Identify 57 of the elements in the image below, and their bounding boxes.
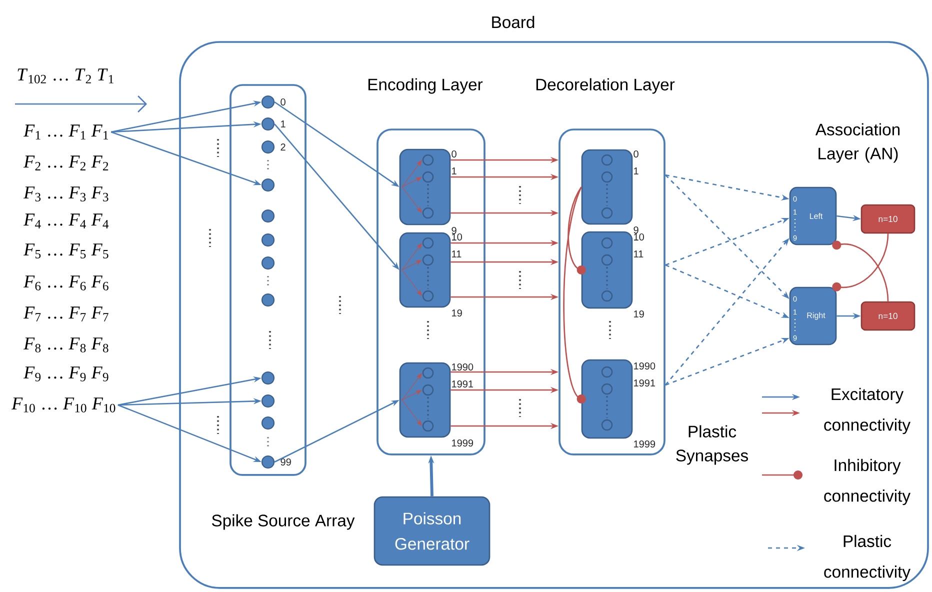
- legend-text: Plastic connectivity: [824, 534, 910, 582]
- legend-text: Inhibitory connectivity: [824, 458, 910, 506]
- neuron-index: 2: [280, 144, 286, 150]
- inhibitory-connector: [568, 186, 586, 274]
- neuron-index: 9: [452, 226, 456, 234]
- neuron-index: 0: [452, 150, 456, 158]
- neuron-index: 9: [634, 226, 638, 234]
- feature-row: F$_{6}$ … F$_{6}$ F$_{6}$: [24, 276, 108, 290]
- node-label: Spike Source Array: [212, 514, 355, 530]
- neuron-index: 10: [452, 233, 462, 241]
- neuron-index: 11: [452, 250, 462, 258]
- neuron-index: 1999: [634, 440, 656, 448]
- feature-row: F$_{1}$ … F$_{1}$ F$_{1}$: [24, 124, 108, 140]
- neuron-circle: [261, 256, 275, 270]
- feature-row: F$_{5}$ … F$_{5}$ F$_{5}$: [24, 244, 108, 258]
- feature-row: F$_{7}$ … F$_{7}$ F$_{7}$: [24, 306, 108, 322]
- feature-row: F$_{4}$ … F$_{4}$ F$_{4}$: [24, 214, 109, 228]
- neuron-index: 0: [280, 98, 286, 106]
- feature-row: F$_{10}$ … F$_{10}$ F$_{10}$: [12, 398, 116, 412]
- neuron-index: 11: [634, 250, 644, 258]
- node-label: Encoding Layer: [368, 78, 483, 94]
- node-label: Board: [492, 16, 534, 28]
- output-box: n=10: [860, 204, 916, 234]
- layer-label: Plastic Synapses: [676, 425, 748, 465]
- neuron-circle: [261, 233, 275, 247]
- layer-label: Association Layer (AN): [815, 123, 900, 163]
- neuron-index: 1990: [452, 363, 474, 371]
- inhibitory-connector: [832, 240, 889, 302]
- feature-row: F$_{8}$ … F$_{8}$ F$_{8}$: [24, 338, 108, 352]
- neuron-circle: [261, 293, 275, 307]
- neuron-index: 1990: [634, 362, 656, 370]
- feature-row: F$_{3}$ … F$_{3}$ F$_{3}$: [24, 186, 108, 202]
- neuron-index: 1: [281, 120, 286, 128]
- output-box: n=10: [860, 301, 916, 331]
- neuron-index: 19: [634, 310, 644, 318]
- neuron-index: 99: [280, 458, 291, 466]
- neuron-circle: [261, 178, 275, 192]
- generator-box: Poisson Generator: [374, 496, 490, 566]
- neuron-index: 19: [452, 309, 462, 317]
- neuron-circle: [261, 209, 275, 223]
- node-label: Decorelation Layer: [536, 78, 675, 94]
- feature-row: F$_{9}$ … F$_{9}$ F$_{9}$: [24, 366, 108, 382]
- neuron-circle: [261, 371, 275, 385]
- neuron-index: 0: [634, 150, 638, 158]
- inhibitory-connector: [563, 186, 586, 404]
- neuron-index: 1999: [452, 439, 474, 447]
- neuron-circle: [261, 416, 275, 430]
- neuron-circle: [261, 394, 275, 408]
- neuron-index: 1991: [634, 379, 656, 387]
- neuron-index: 1: [452, 168, 456, 174]
- legend-text: Excitatory connectivity: [824, 388, 910, 434]
- feature-row: T$_{102}$ … T$_{2}$ T$_{1}$: [18, 68, 114, 84]
- neuron-index: 1991: [452, 380, 474, 388]
- inhibitory-connector: [832, 234, 889, 292]
- feature-row: F$_{2}$ … F$_{2}$ F$_{2}$: [24, 156, 108, 170]
- neuron-index: 10: [634, 233, 644, 241]
- neuron-index: 1: [634, 168, 638, 174]
